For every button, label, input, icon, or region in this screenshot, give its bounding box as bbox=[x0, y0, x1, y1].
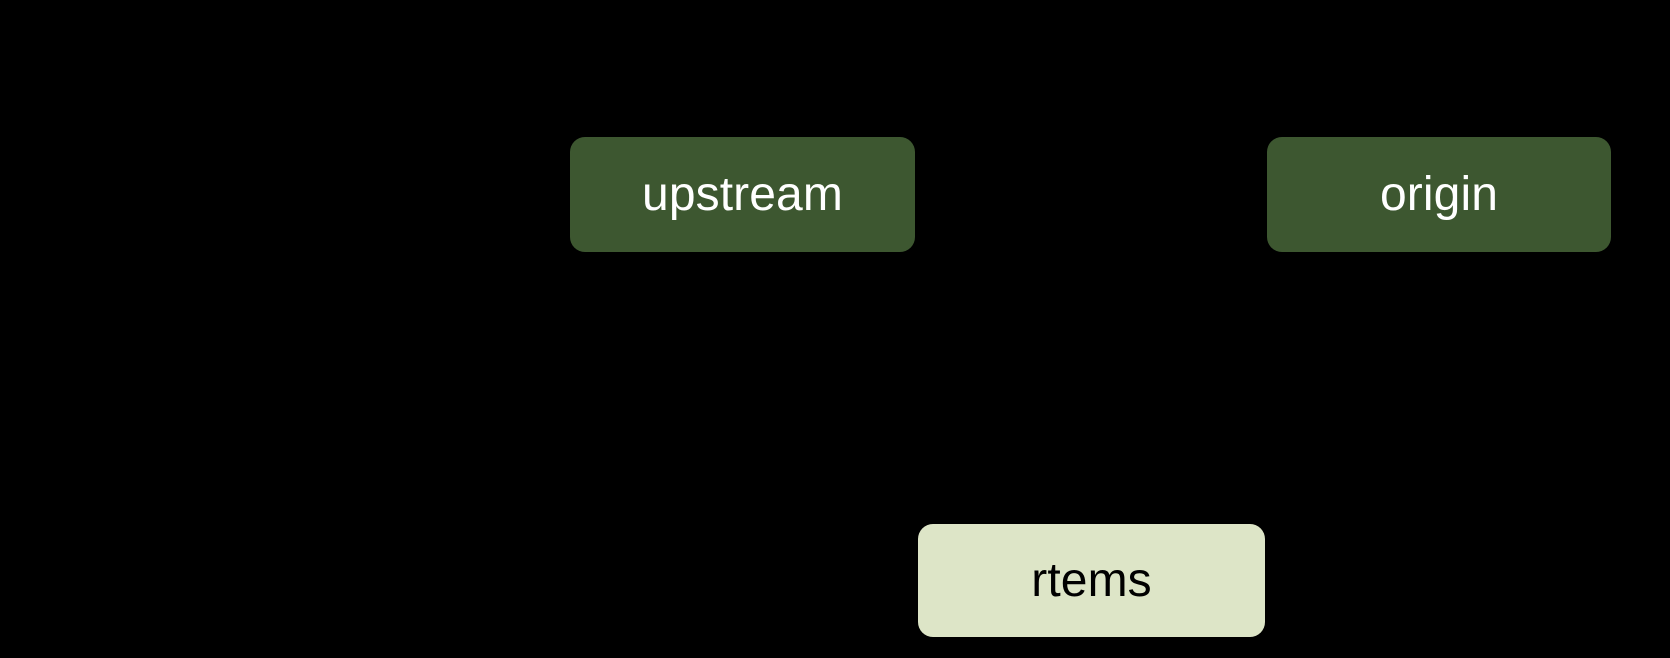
node-rtems-label: rtems bbox=[1031, 553, 1152, 607]
node-origin-label: origin bbox=[1380, 167, 1498, 221]
node-origin[interactable]: origin bbox=[1267, 137, 1611, 252]
node-upstream[interactable]: upstream bbox=[570, 137, 915, 252]
node-rtems[interactable]: rtems bbox=[918, 524, 1265, 637]
node-upstream-label: upstream bbox=[642, 167, 843, 221]
